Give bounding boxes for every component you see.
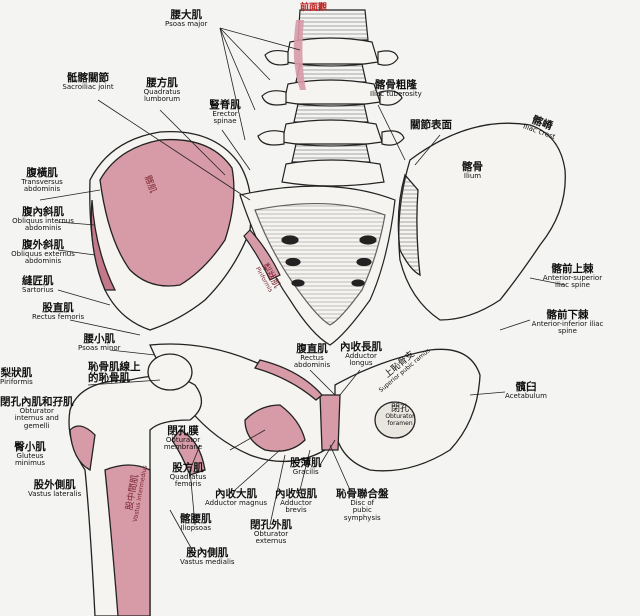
right-ilium xyxy=(397,122,566,321)
left-ilium xyxy=(89,130,252,331)
pubic-region xyxy=(149,343,481,472)
psoas-major-muscle xyxy=(293,20,306,90)
sacrum xyxy=(239,185,396,346)
leader-lines xyxy=(39,27,566,556)
view-title: 前面觀 xyxy=(300,3,328,13)
label-joint-surface: 關節表面 xyxy=(410,119,452,131)
label-pecten-line: 恥骨肌線上的恥骨肌 xyxy=(88,361,141,385)
lumbar-spine xyxy=(257,9,405,187)
left-femur xyxy=(68,353,206,616)
